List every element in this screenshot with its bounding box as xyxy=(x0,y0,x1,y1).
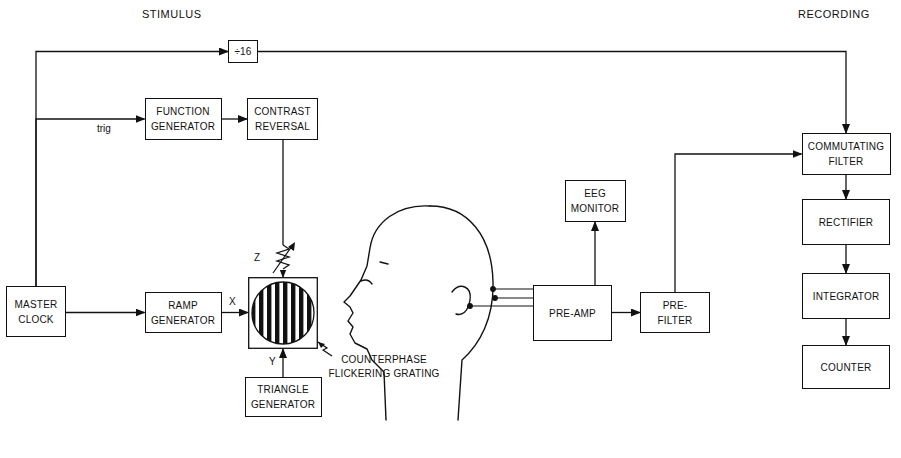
grating-display xyxy=(248,277,318,349)
process-box: RECTIFIER xyxy=(802,199,890,245)
signal-connector xyxy=(36,52,228,287)
box-label: FUNCTION GENERATOR xyxy=(151,104,216,134)
box-label: CONTRAST REVERSAL xyxy=(253,104,312,134)
divider-box: ÷16 xyxy=(228,40,258,63)
box-label: TRIANGLE GENERATOR xyxy=(251,382,316,412)
clock-box: MASTER CLOCK xyxy=(6,286,66,337)
signal-connector xyxy=(222,312,249,313)
box-label: INTEGRATOR xyxy=(813,289,880,304)
signal-connector xyxy=(845,245,846,273)
filter-box: COMMUTATING FILTER xyxy=(802,133,891,175)
monitor-box: EEG MONITOR xyxy=(565,180,626,222)
signal-connector xyxy=(282,140,283,277)
box-label: RECTIFIER xyxy=(819,215,874,230)
signal-label: X xyxy=(228,296,237,308)
signal-connector xyxy=(66,312,145,313)
box-label: COUNTER xyxy=(821,360,872,375)
box-label: MASTER CLOCK xyxy=(12,297,60,327)
process-box: COUNTER xyxy=(802,345,890,389)
box-label: PRE-FILTER xyxy=(646,298,704,328)
display-screen: COUNTERPHASE FLICKERING GRATING xyxy=(248,277,318,349)
signal-connector xyxy=(845,175,846,199)
section-heading: RECORDING xyxy=(798,8,870,20)
signal-label: trig xyxy=(96,123,112,135)
signal-connector xyxy=(845,319,846,345)
filter-box: PRE-FILTER xyxy=(640,292,710,333)
signal-connector xyxy=(612,312,640,313)
process-box: CONTRAST REVERSAL xyxy=(247,98,318,140)
signal-label: Z xyxy=(253,252,261,264)
signal-connector xyxy=(675,154,802,292)
box-label: EEG MONITOR xyxy=(571,186,620,216)
box-label: COMMUTATING FILTER xyxy=(808,139,885,169)
signal-connector xyxy=(258,52,846,134)
box-label: PRE-AMP xyxy=(549,306,596,321)
process-box: INTEGRATOR xyxy=(802,273,890,319)
box-label: ÷16 xyxy=(234,44,251,59)
generator-box: TRIANGLE GENERATOR xyxy=(245,377,322,417)
signal-label: Y xyxy=(268,356,277,368)
generator-box: RAMP GENERATOR xyxy=(145,292,222,333)
amplifier-box: PRE-AMP xyxy=(533,285,612,341)
box-label: RAMP GENERATOR xyxy=(151,298,216,328)
signal-connector xyxy=(282,349,283,377)
section-heading: STIMULUS xyxy=(142,8,202,20)
callout-label: COUNTERPHASE FLICKERING GRATING xyxy=(328,353,440,380)
signal-connector xyxy=(36,119,145,286)
signal-connector xyxy=(594,222,595,285)
generator-box: FUNCTION GENERATOR xyxy=(145,98,222,140)
signal-connector xyxy=(222,118,248,119)
